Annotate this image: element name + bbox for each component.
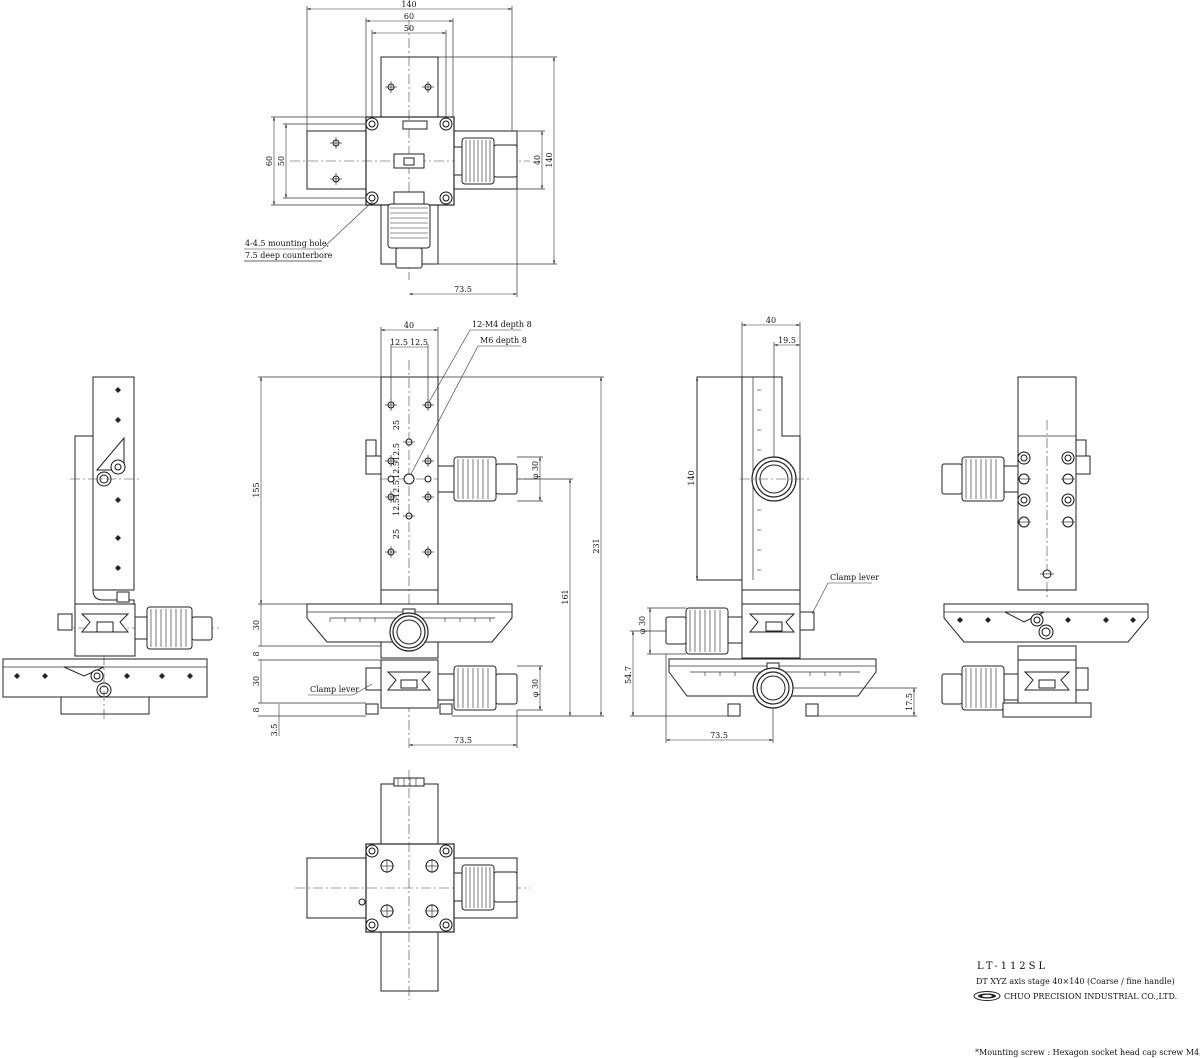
dim-front-25b: 25: [392, 529, 401, 539]
clamp-lever-label-right: Clamp lever: [830, 573, 879, 582]
dim-top-140: 140: [401, 0, 416, 9]
dim-front-12-5f: 12.5: [392, 498, 401, 516]
dim-front-8b: 8: [252, 707, 261, 712]
dim-front-12-5e: 12.5: [392, 480, 401, 498]
mounting-hole-icon: [365, 117, 453, 205]
mounting-screw-footnote: *Mounting screw : Hexagon socket head ca…: [975, 1048, 1200, 1057]
note-counterbore: 7.5 deep counterbore: [245, 251, 333, 260]
model-number: LT-112SL: [977, 961, 1048, 972]
front-view: 40 12.5 12.5 155 30 8 30 8 3.5 φ 30 φ 30…: [252, 320, 604, 750]
bottom-view: [295, 770, 530, 1000]
dim-right-140: 140: [687, 470, 696, 485]
dim-top-60-vertical: 60: [265, 156, 274, 166]
dim-right-dia30: φ 30: [638, 616, 647, 634]
mounting-hole-icon: [358, 844, 453, 932]
title-block: LT-112SL DT XYZ axis stage 40×140 (Coars…: [973, 961, 1177, 1001]
dim-front-161: 161: [561, 589, 570, 604]
dim-front-40: 40: [404, 321, 414, 330]
rear-view: [941, 376, 1149, 718]
dim-front-30a: 30: [252, 620, 261, 630]
dim-right-73-5: 73.5: [710, 731, 728, 740]
dim-top-60: 60: [404, 12, 414, 21]
dim-front-73-5: 73.5: [454, 736, 472, 745]
dim-right-19-5: 19.5: [778, 336, 796, 345]
dim-front-231: 231: [592, 538, 601, 553]
marker-dots: [957, 617, 1136, 623]
dim-front-12-5a: 12.5: [390, 338, 408, 347]
marker-dots: [14, 673, 193, 679]
knob-icon: [387, 191, 431, 269]
top-view: 140 60 50 60 50 40 140 73.5 4-4.5 mounti…: [244, 0, 557, 297]
dim-right-40: 40: [766, 316, 776, 325]
callout-m6: M6 depth 8: [480, 336, 527, 345]
tapped-hole-icon: [330, 81, 434, 185]
dim-front-12-5c: 12.5: [392, 443, 401, 461]
callout-12-m4: 12-M4 depth 8: [472, 320, 532, 329]
dim-front-25a: 25: [392, 420, 401, 430]
dim-top-50: 50: [404, 24, 414, 33]
product-description: DT XYZ axis stage 40×140 (Coarse / fine …: [976, 977, 1175, 986]
dim-front-dia30a: φ 30: [531, 461, 540, 479]
dim-front-12-5b: 12.5: [410, 338, 428, 347]
dim-front-3-5: 3.5: [270, 724, 279, 737]
dim-front-dia30b: φ 30: [531, 679, 540, 697]
knob-icon: [453, 137, 518, 185]
tapped-hole-icon: [1017, 451, 1075, 579]
knob-icon: [134, 606, 213, 650]
knob-icon: [941, 456, 1019, 502]
clamp-lever-label-front: Clamp lever: [310, 685, 359, 694]
dim-front-30b: 30: [252, 676, 261, 686]
scale-ticks: [757, 389, 761, 571]
knob-icon: [453, 864, 518, 911]
dim-front-12-5d: 12.5: [392, 461, 401, 479]
knob-icon: [437, 456, 518, 502]
dim-top-40: 40: [533, 155, 542, 165]
knob-icon: [941, 665, 1019, 711]
dim-right-17-5: 17.5: [905, 693, 914, 711]
right-side-view: 40 19.5 140 φ 30 54.7 17.5 73.5 Clamp le…: [624, 316, 917, 743]
dim-top-140-vertical: 140: [545, 152, 554, 167]
company-logo-icon: [973, 991, 1001, 1001]
left-side-view: [2, 376, 220, 720]
dim-front-8a: 8: [252, 651, 261, 656]
dim-right-54-7: 54.7: [624, 666, 633, 684]
knob-icon: [437, 665, 518, 711]
marker-dots: [115, 387, 121, 571]
tapped-hole-icon: [385, 399, 434, 558]
company-name: CHUO PRECISION INDUSTRIAL CO.,LTD.: [1004, 992, 1177, 1001]
note-mounting-hole: 4-4.5 mounting hole,: [245, 239, 329, 248]
dim-front-155: 155: [252, 482, 261, 497]
dim-top-73-5: 73.5: [454, 285, 472, 294]
knob-icon: [665, 607, 743, 655]
dim-top-50-vertical: 50: [277, 156, 286, 166]
